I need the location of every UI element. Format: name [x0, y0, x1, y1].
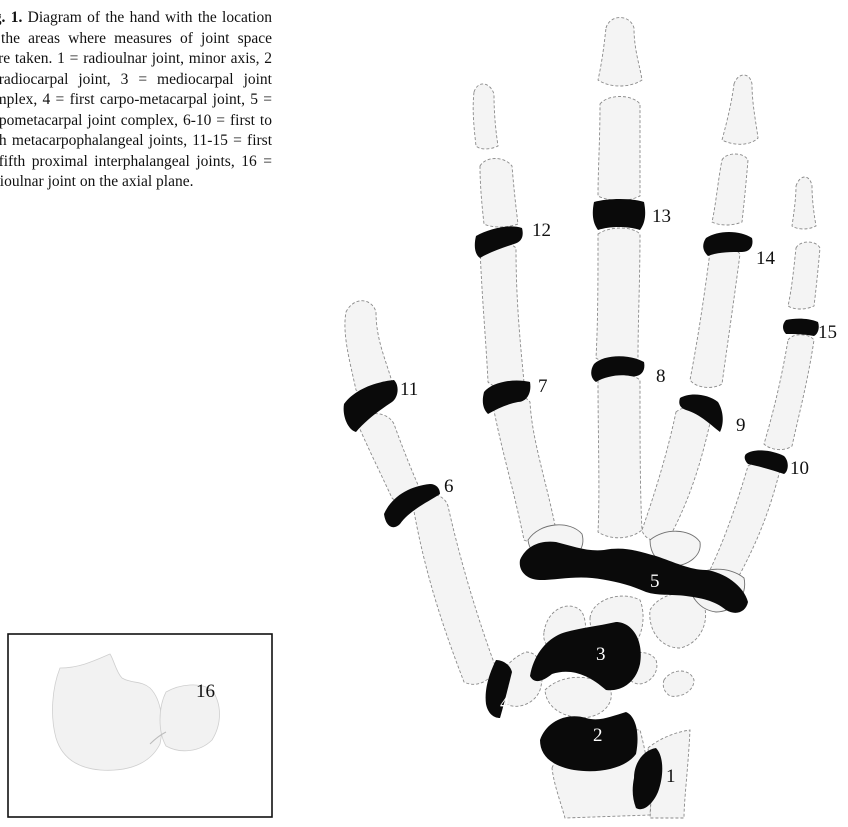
label-12: 12	[532, 220, 551, 241]
label-5: 5	[650, 571, 660, 592]
index-ray	[473, 84, 556, 542]
thumb-distal-phalanx	[345, 301, 392, 393]
middle-proximal-phalanx	[596, 228, 640, 364]
inset-radius	[53, 654, 162, 770]
ring-middle-phalanx	[712, 154, 748, 225]
middle-ray	[596, 18, 642, 538]
little-metacarpal	[710, 463, 780, 578]
label-2: 2	[593, 725, 603, 746]
index-distal-phalanx	[473, 84, 498, 149]
ring-metacarpal	[642, 406, 712, 541]
middle-distal-phalanx	[598, 18, 642, 87]
label-1: 1	[666, 766, 676, 787]
label-10: 10	[790, 458, 809, 479]
little-distal-phalanx	[792, 177, 816, 229]
ring-ray	[642, 75, 758, 542]
joint-15	[783, 319, 819, 336]
joint-2	[540, 712, 638, 771]
label-4: 4	[500, 693, 510, 714]
ring-proximal-phalanx	[690, 247, 740, 388]
label-14: 14	[756, 248, 776, 269]
label-15: 15	[818, 322, 837, 343]
axial-inset	[8, 634, 272, 817]
label-11: 11	[400, 379, 418, 400]
index-proximal-phalanx	[480, 242, 524, 388]
joint-13	[593, 199, 645, 230]
index-metacarpal	[492, 394, 556, 542]
index-middle-phalanx	[480, 159, 518, 228]
label-8: 8	[656, 366, 666, 387]
label-3: 3	[596, 644, 606, 665]
middle-middle-phalanx	[598, 97, 640, 201]
thumb-metacarpal	[412, 494, 496, 684]
ring-distal-phalanx	[722, 75, 758, 144]
label-7: 7	[538, 376, 548, 397]
pisiform-bone	[663, 671, 694, 696]
label-13: 13	[652, 206, 671, 227]
middle-metacarpal	[598, 374, 642, 538]
label-9: 9	[736, 415, 746, 436]
little-proximal-phalanx	[764, 335, 814, 450]
little-middle-phalanx	[788, 242, 820, 309]
label-6: 6	[444, 476, 454, 497]
label-16: 16	[196, 681, 215, 702]
